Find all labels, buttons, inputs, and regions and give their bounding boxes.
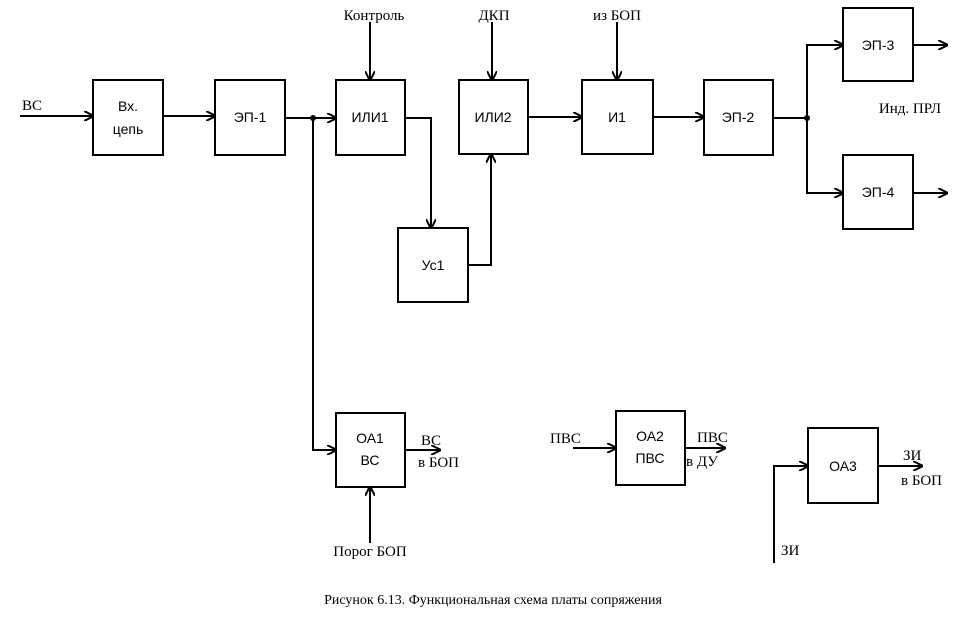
block-ep1-label: ЭП-1 — [234, 109, 267, 125]
block-oa3: ОА3 — [807, 427, 879, 504]
signal-v-bop-2: в БОП — [901, 473, 942, 489]
signal-porog-bop: Порог БОП — [333, 544, 407, 560]
block-oa2: ОА2 ПВС — [615, 410, 686, 486]
block-ep4: ЭП-4 — [842, 154, 914, 230]
block-oa1-line1: ОА1 — [356, 430, 384, 446]
signal-pvs-in: ПВС — [550, 431, 581, 447]
signal-iz-bop: из БОП — [593, 8, 641, 24]
block-us1: Ус1 — [397, 227, 469, 303]
block-ili2-label: ИЛИ2 — [474, 109, 511, 125]
signal-kontrol: Контроль — [344, 8, 405, 24]
block-vx-cep: Вх. цепь — [92, 79, 164, 156]
signal-v-bop-1: в БОП — [418, 455, 459, 471]
wires — [20, 22, 947, 563]
signal-zi-out: ЗИ — [903, 448, 922, 464]
block-oa2-line2: ПВС — [635, 450, 664, 466]
wire-ep1-to-oa1 — [312, 118, 336, 450]
wire-zi-in — [773, 466, 808, 563]
wire-us1-to-ili2 — [468, 154, 491, 266]
block-ep3-label: ЭП-3 — [862, 37, 895, 53]
block-ili1: ИЛИ1 — [335, 79, 406, 156]
wire-ili1-to-us1 — [405, 117, 431, 228]
block-ili1-label: ИЛИ1 — [351, 109, 388, 125]
block-oa3-label: ОА3 — [829, 458, 857, 474]
block-ep2: ЭП-2 — [703, 79, 774, 156]
block-ep3: ЭП-3 — [842, 7, 914, 82]
block-vx-line1: Вх. — [118, 98, 138, 114]
signal-vs-out: ВС — [421, 433, 441, 449]
block-oa1-line2: ВС — [361, 452, 380, 468]
figure-caption: Рисунок 6.13. Функциональная схема платы… — [324, 593, 662, 608]
signal-pvs-out: ПВС — [697, 430, 728, 446]
block-vx-line2: цепь — [113, 121, 144, 137]
block-ep4-label: ЭП-4 — [862, 184, 895, 200]
block-oa2-line1: ОА2 — [636, 428, 664, 444]
signal-zi-in: ЗИ — [781, 543, 800, 559]
block-ep1: ЭП-1 — [214, 79, 286, 156]
block-i1: И1 — [581, 79, 654, 155]
signal-ind-prl: Инд. ПРЛ — [879, 101, 941, 117]
block-oa1: ОА1 ВС — [335, 412, 406, 488]
block-i1-label: И1 — [608, 109, 626, 125]
wire-to-ep4 — [806, 118, 843, 193]
signal-dkp: ДКП — [478, 8, 509, 24]
block-us1-label: Ус1 — [422, 257, 445, 273]
signal-v-du: в ДУ — [686, 454, 718, 470]
block-ep2-label: ЭП-2 — [722, 109, 755, 125]
wire-to-ep3 — [806, 45, 843, 118]
block-ili2: ИЛИ2 — [458, 79, 529, 155]
signal-vs-in: ВС — [22, 98, 42, 114]
